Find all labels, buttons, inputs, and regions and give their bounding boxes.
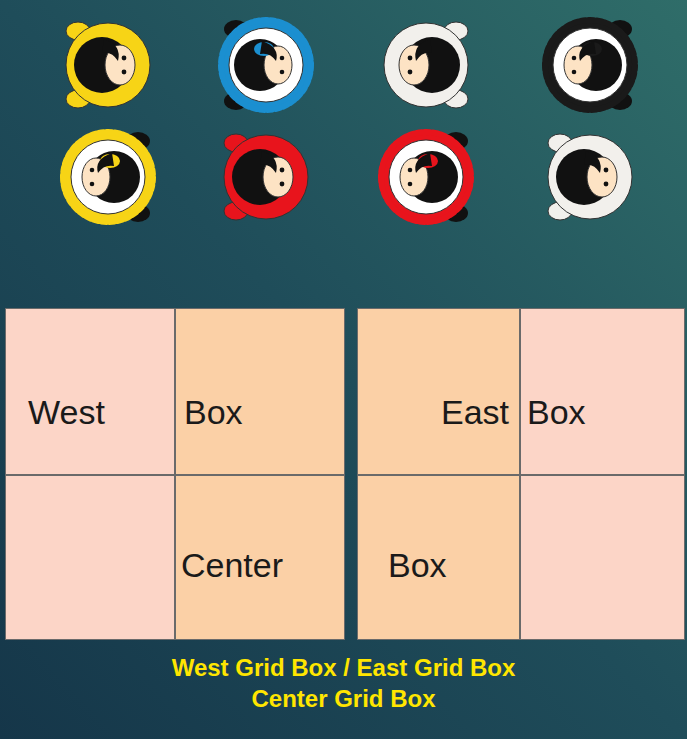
grid-box: Box [175, 308, 345, 475]
box-label: Box [527, 393, 586, 432]
box-label: East [441, 393, 509, 432]
person-figure [224, 134, 308, 220]
box-label: Box [184, 393, 243, 432]
caption-label: Center Grid Box [0, 683, 687, 714]
person-figure [221, 20, 311, 110]
person-figure [548, 134, 632, 220]
person-figure [545, 20, 635, 110]
grid-box: Box [357, 475, 520, 640]
grid-box: Box [520, 308, 685, 475]
caption-label: West Grid Box / East Grid Box [0, 652, 687, 683]
grid-box: West [5, 308, 175, 475]
empty-grid-cell [520, 475, 685, 640]
box-label: Box [388, 546, 447, 585]
person-figure [63, 132, 153, 222]
caption-area: West Grid Box / East Grid BoxCenter Grid… [0, 652, 687, 714]
person-figure [381, 132, 471, 222]
person-figure [384, 22, 468, 108]
grid-box: Center [175, 475, 345, 640]
box-label: Center [181, 546, 283, 585]
empty-grid-cell [5, 475, 175, 640]
person-figure [66, 22, 150, 108]
box-label: West [28, 393, 105, 432]
grid-box: East [357, 308, 520, 475]
